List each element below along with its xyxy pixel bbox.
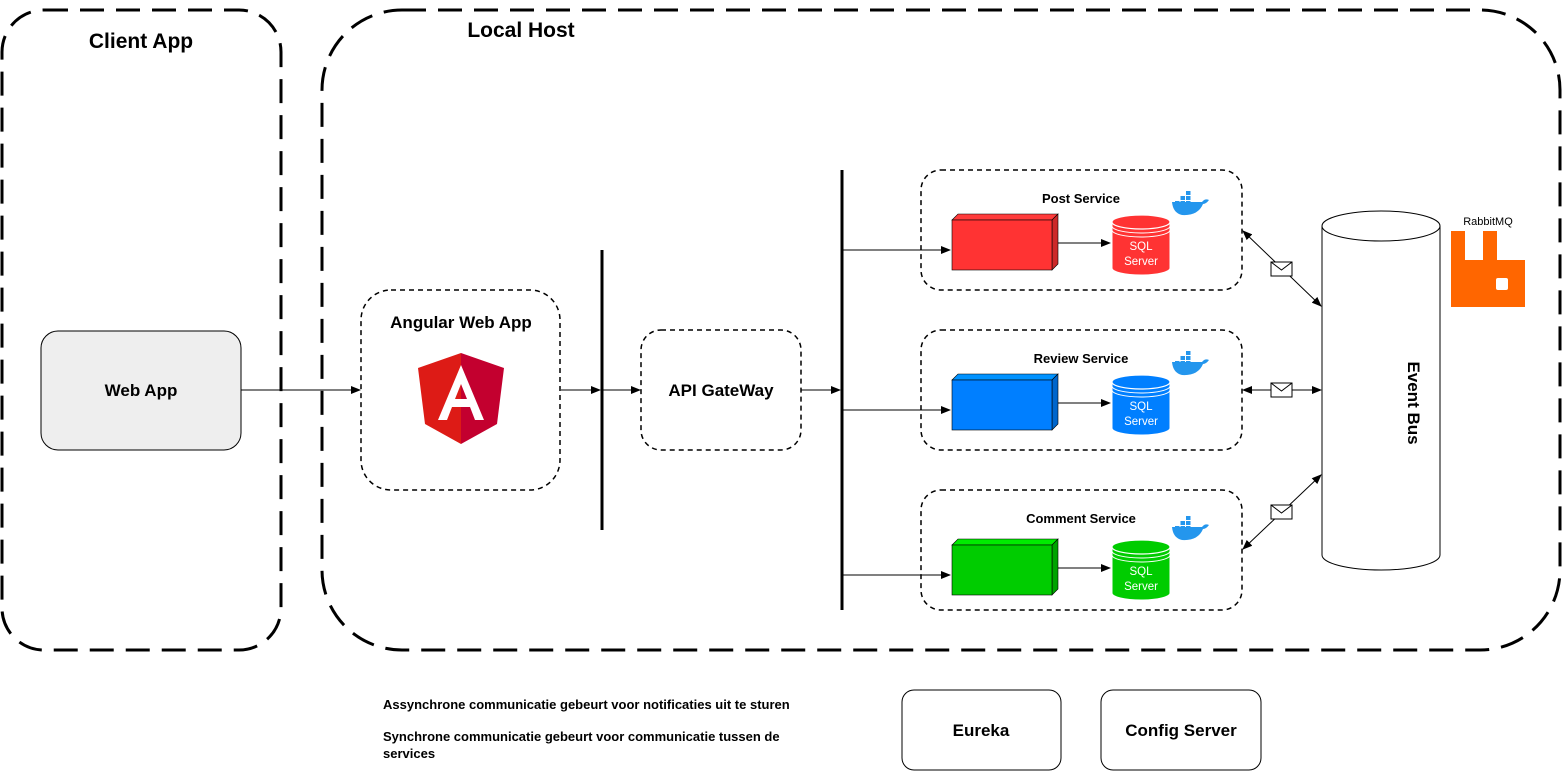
comment-service-group[interactable]: Comment Service SQL Server	[920, 489, 1243, 611]
review-db-label-line1: SQL	[1129, 401, 1153, 413]
comment-docker-icon	[1172, 516, 1209, 541]
review-service-component	[951, 373, 1059, 431]
api-gateway-label: API GateWay	[668, 381, 774, 400]
client-app-zone	[0, 8, 283, 652]
review-db-label-line2: Server	[1124, 416, 1158, 428]
angular-logo-icon	[418, 353, 504, 444]
event-bus-label: Event Bus	[1404, 361, 1423, 444]
sync-note-line2: services	[383, 746, 436, 761]
angular-web-app-node[interactable]	[360, 289, 561, 491]
post-sql-server-database: SQL Server	[1111, 214, 1171, 276]
local-host-title: Local Host	[467, 19, 574, 42]
post-message-envelope-icon	[1270, 261, 1293, 277]
comment-message-envelope-icon	[1270, 504, 1293, 520]
async-note: Assynchrone communicatie gebeurt voor no…	[383, 697, 790, 712]
rabbitmq-logo-icon	[1451, 231, 1525, 307]
post-db-label-line2: Server	[1124, 256, 1158, 268]
post-service-label: Post Service	[1042, 191, 1120, 206]
comment-service-label: Comment Service	[1026, 511, 1136, 526]
comment-db-label-line2: Server	[1124, 581, 1158, 593]
review-docker-icon	[1172, 351, 1209, 376]
post-service-group[interactable]: Post Service SQL Server	[920, 169, 1243, 291]
eureka-node[interactable]	[901, 689, 1062, 771]
review-service-label: Review Service	[1034, 351, 1129, 366]
post-service-container	[920, 169, 1243, 291]
local-host-zone	[320, 8, 1562, 652]
web-app-label: Web App	[105, 381, 178, 400]
comment-service-component	[951, 538, 1059, 596]
post-docker-icon	[1172, 191, 1209, 216]
event-bus-node[interactable]: Event Bus	[1321, 210, 1441, 571]
comment-sql-server-database: SQL Server	[1111, 539, 1171, 601]
comment-service-container	[920, 489, 1243, 611]
sync-note-line1: Synchrone communicatie gebeurt voor comm…	[383, 729, 780, 744]
config-server-label: Config Server	[1125, 721, 1237, 740]
post-db-label-line1: SQL	[1129, 241, 1153, 253]
rabbitmq-label: RabbitMQ	[1463, 216, 1513, 228]
config-server-node[interactable]	[1100, 689, 1262, 771]
comment-db-label-line1: SQL	[1129, 566, 1153, 578]
angular-web-app-label: Angular Web App	[390, 313, 532, 332]
eureka-label: Eureka	[953, 721, 1010, 740]
review-sql-server-database: SQL Server	[1111, 374, 1171, 436]
client-app-title: Client App	[89, 30, 193, 53]
post-service-component	[951, 213, 1059, 271]
review-message-envelope-icon	[1270, 382, 1293, 398]
review-service-group[interactable]: Review Service SQL Server	[920, 329, 1243, 451]
